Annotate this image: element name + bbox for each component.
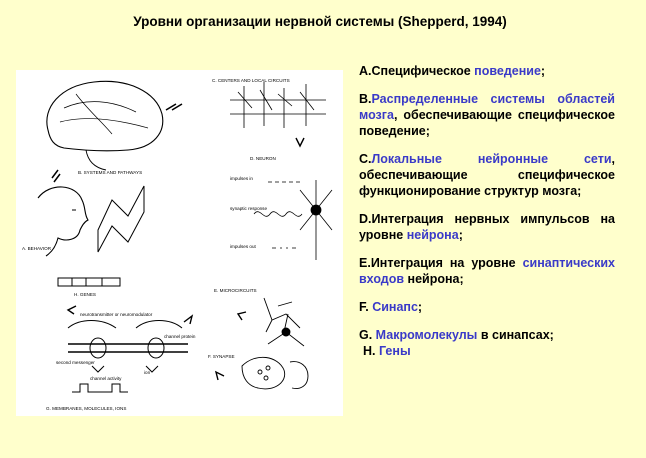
label-neurotransmitter: neurotransmitter or neuromodulator: [80, 312, 153, 317]
level-item-b: B.Распределенные системы областей мозга,…: [359, 92, 615, 138]
microcircuits-drawing: [263, 297, 305, 347]
label-impulses-in: impulses in: [230, 176, 253, 181]
level-item-h: H. Гены: [363, 344, 411, 358]
level-item-g: G. Макромолекулы в синапсах;: [359, 328, 554, 342]
label-behavior: A. BEHAVIOR: [22, 246, 52, 251]
local-circuits-drawing: [230, 82, 326, 128]
label-microcircuits: E. MICROCIRCUITS: [214, 288, 257, 293]
label-channel-activity: channel activity: [90, 376, 122, 381]
label-membranes: G. MEMBRANES, MOLECULES, IONS: [46, 406, 126, 411]
genes-drawing: [57, 277, 121, 287]
slide-title: Уровни организации нервной системы (Shep…: [133, 14, 507, 29]
levels-figure: C. CENTERS AND LOCAL CIRCUITS B. SYSTEMS…: [16, 70, 343, 416]
level-item-f: F. Синапс;: [359, 300, 423, 314]
membrane-drawing: [67, 320, 188, 393]
neuron-drawing: [253, 180, 333, 260]
label-synapse: F. SYNAPSE: [208, 354, 235, 359]
label-impulses-out: impulses out: [230, 244, 257, 249]
book-drawing: [97, 185, 145, 253]
level-item-c: C.Локальные нейронные сети, обеспечивающ…: [359, 152, 615, 198]
label-centers: C. CENTERS AND LOCAL CIRCUITS: [212, 78, 290, 83]
label-channel-protein: channel protein: [164, 334, 196, 339]
label-synaptic: synaptic response: [230, 206, 267, 211]
figure-drawing: C. CENTERS AND LOCAL CIRCUITS B. SYSTEMS…: [22, 78, 333, 411]
level-item-e: E.Интеграция на уровне синаптических вхо…: [359, 256, 615, 286]
label-ion: ion: [144, 370, 151, 375]
brain-drawing: [46, 80, 164, 152]
synapse-drawing: [241, 356, 309, 390]
label-second-messenger: second messenger: [56, 360, 95, 365]
head-drawing: [37, 186, 89, 257]
levels-list: A.Специфическое поведение; B.Распределен…: [359, 63, 615, 359]
label-systems: B. SYSTEMS AND PATHWAYS: [78, 170, 142, 175]
level-item-a: A.Специфическое поведение;: [359, 64, 546, 78]
level-item-d: D.Интеграция нервных импульсов на уровне…: [359, 212, 615, 242]
label-neuron: D. NEURON: [250, 156, 276, 161]
label-genes: H. GENES: [74, 292, 96, 297]
